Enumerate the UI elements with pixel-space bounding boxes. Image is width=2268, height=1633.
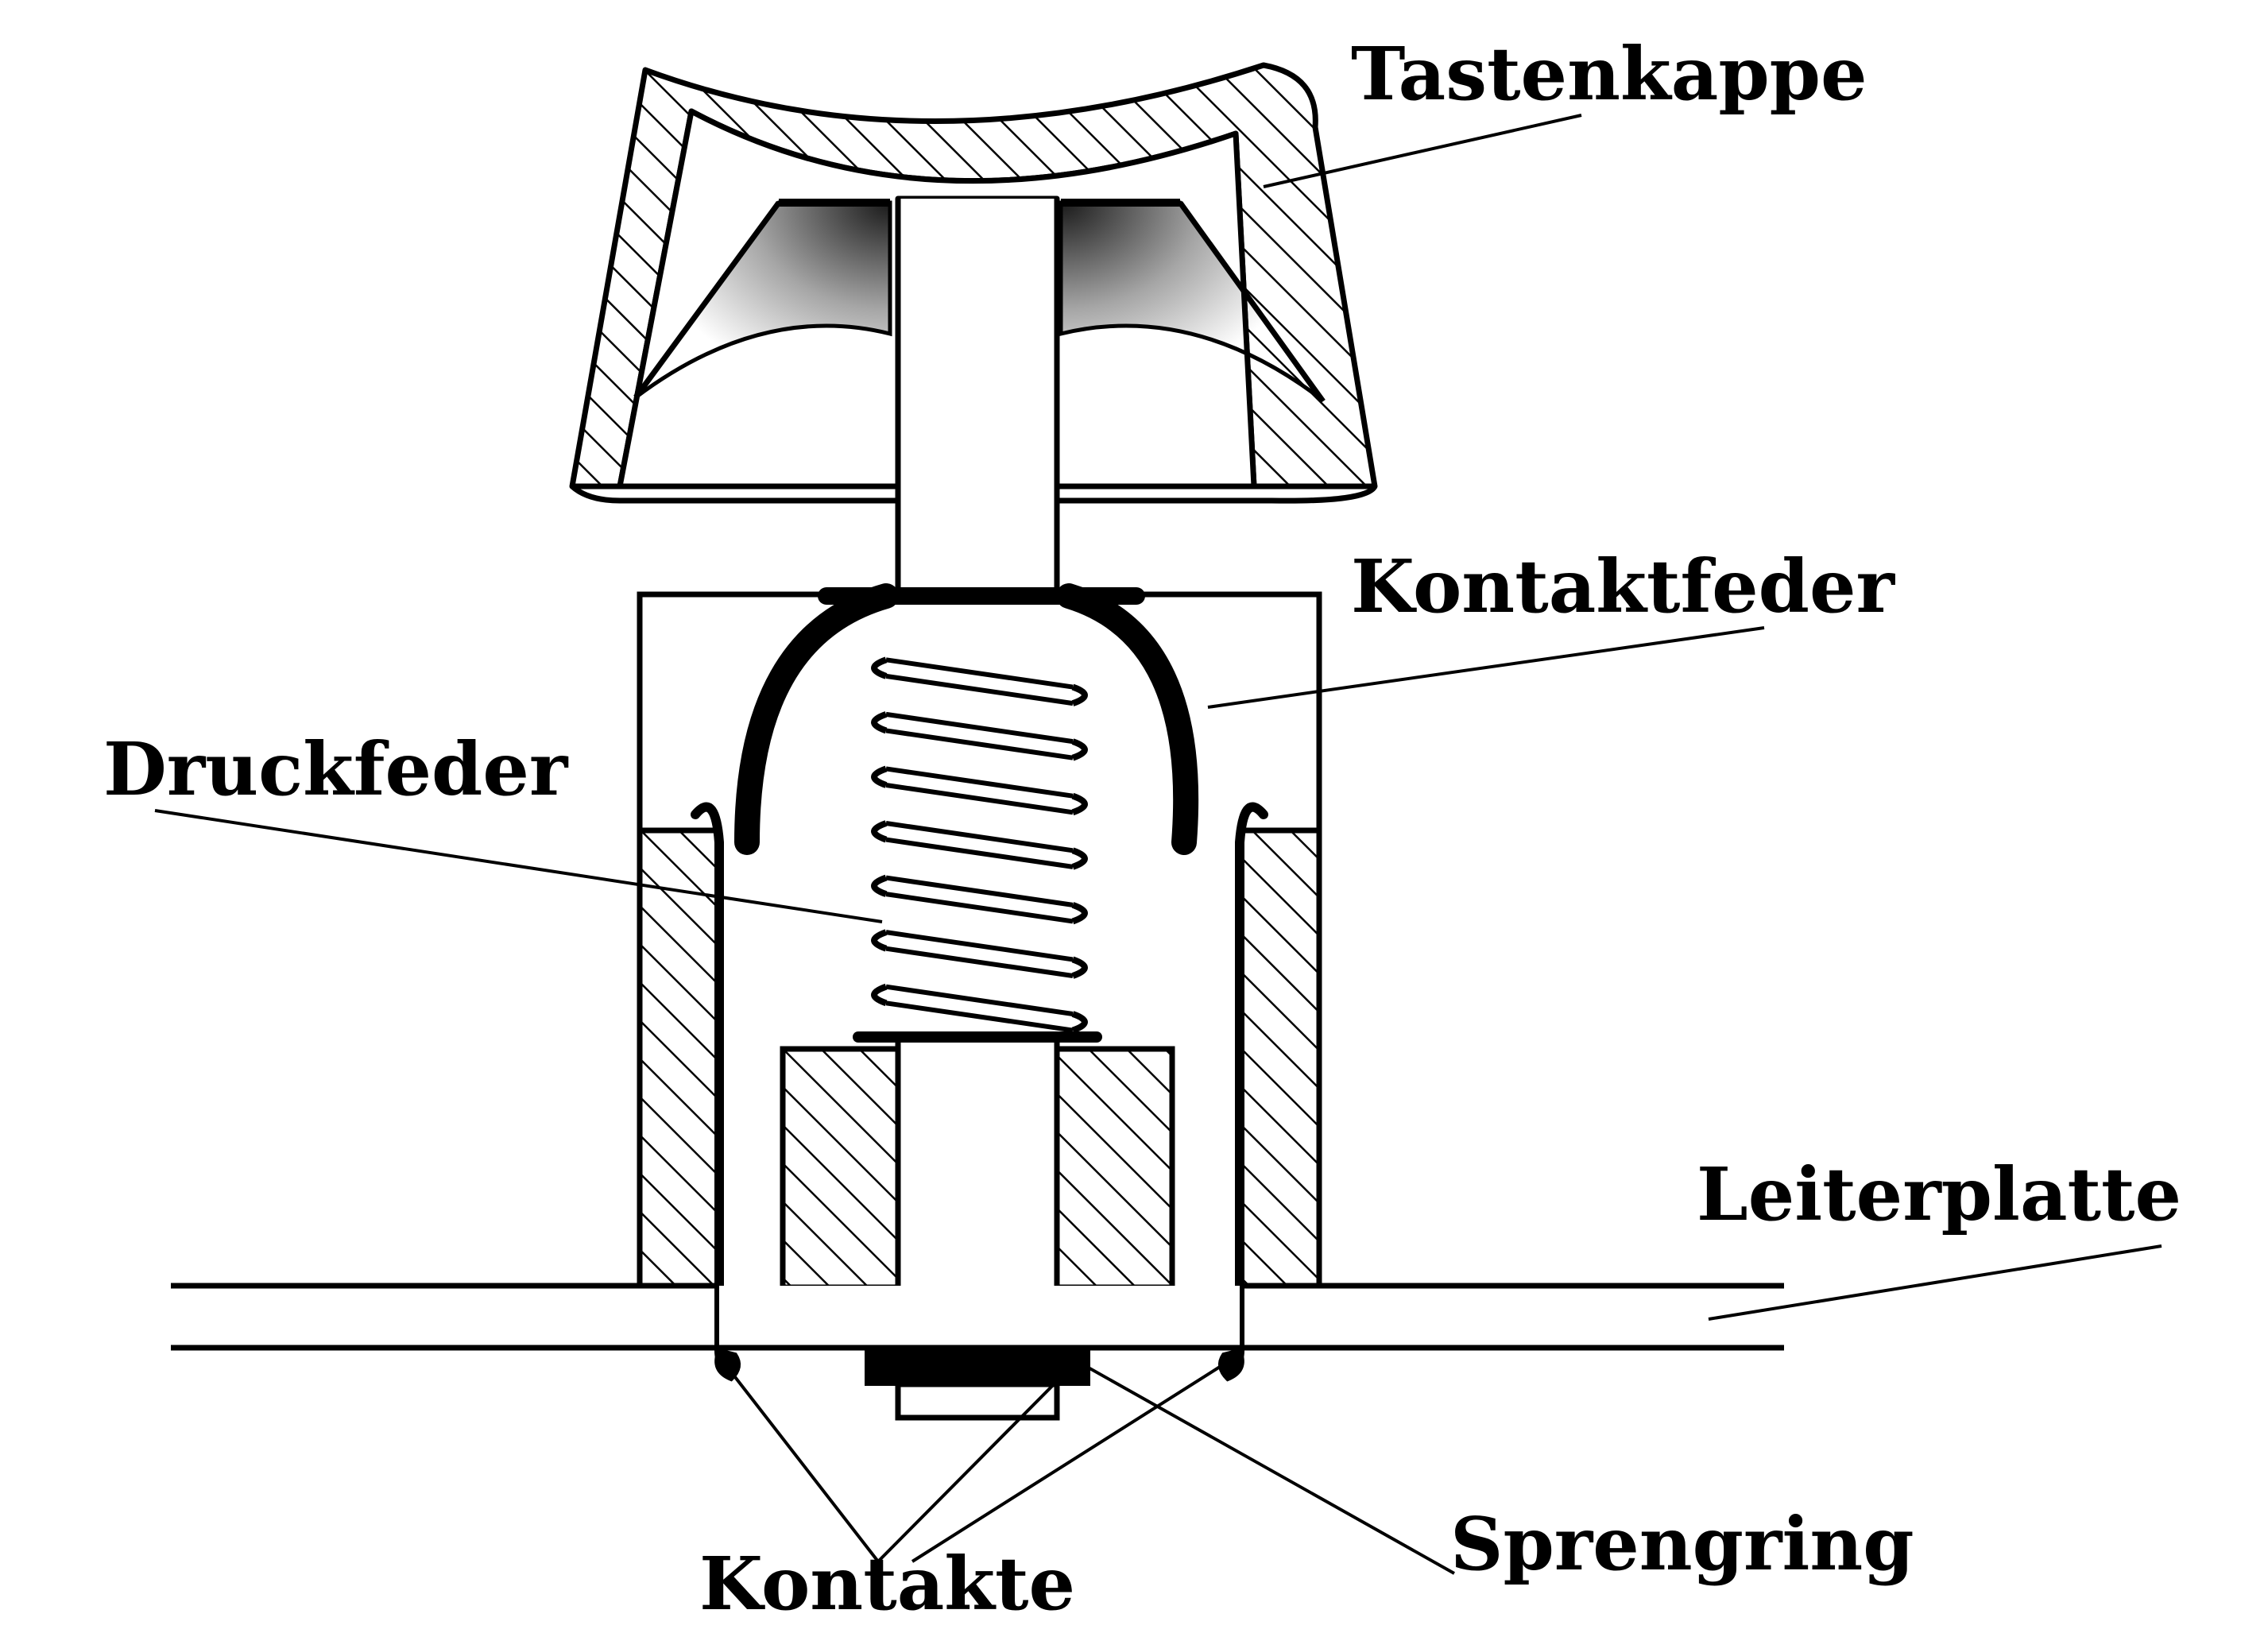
spring-coil-front xyxy=(885,984,1074,1016)
spring-coil-front xyxy=(885,766,1074,799)
spring-coil-front xyxy=(885,728,1074,760)
label-kontakte: Kontakte xyxy=(699,1541,1075,1627)
key-cap xyxy=(569,62,1378,504)
spring-coil-loop xyxy=(871,983,888,1007)
leader-lines xyxy=(154,114,2162,1575)
compression-spring xyxy=(871,656,1088,1034)
spring-coil-loop xyxy=(1071,1011,1088,1034)
spring-coil-loop xyxy=(871,656,888,679)
label-druckfeder: Druckfeder xyxy=(103,726,569,812)
spring-coil-loop xyxy=(871,929,888,952)
spring-coil-loop xyxy=(871,765,888,788)
spring-coil-front xyxy=(885,930,1074,962)
plunger-stem xyxy=(895,199,1060,598)
spring-coil-loop xyxy=(1071,792,1088,816)
spring-coil-front xyxy=(885,821,1074,853)
contact-spring xyxy=(734,583,1199,855)
snap-ring xyxy=(865,1349,1090,1421)
spring-coil-front xyxy=(885,711,1074,745)
spring-coil-front xyxy=(885,1000,1074,1033)
label-kontaktfeder: Kontaktfeder xyxy=(1351,544,1896,629)
contact-tips xyxy=(714,1348,1244,1382)
spring-coil-loop xyxy=(871,711,888,734)
spring-coil-loop xyxy=(1071,847,1088,870)
spring-coil-loop xyxy=(1071,738,1088,761)
spring-coil-front xyxy=(885,892,1074,924)
circuit-board xyxy=(171,1283,1784,1351)
spring-coil-front xyxy=(885,946,1074,978)
spring-coil-front xyxy=(885,673,1074,706)
label-tastenkappe: Tastenkappe xyxy=(1351,31,1867,117)
spring-coil-loop xyxy=(1071,683,1088,706)
key-cap-rim xyxy=(570,484,1378,504)
cap-recess-right xyxy=(1059,200,1322,400)
spring-coil-front xyxy=(885,837,1074,869)
label-leiterplatte: Leiterplatte xyxy=(1697,1151,2181,1237)
spring-coil-loop xyxy=(1071,956,1088,979)
label-sprengring: Sprengring xyxy=(1450,1501,1914,1587)
spring-coil-loop xyxy=(871,820,888,843)
spring-coil-front xyxy=(885,657,1074,690)
cap-recess-left xyxy=(633,200,892,400)
spring-coil-front xyxy=(885,783,1074,815)
bushing xyxy=(780,1031,1175,1382)
spring-coil-loop xyxy=(1071,902,1088,925)
spring-coil-front xyxy=(885,875,1074,907)
spring-coil-loop xyxy=(871,874,888,897)
